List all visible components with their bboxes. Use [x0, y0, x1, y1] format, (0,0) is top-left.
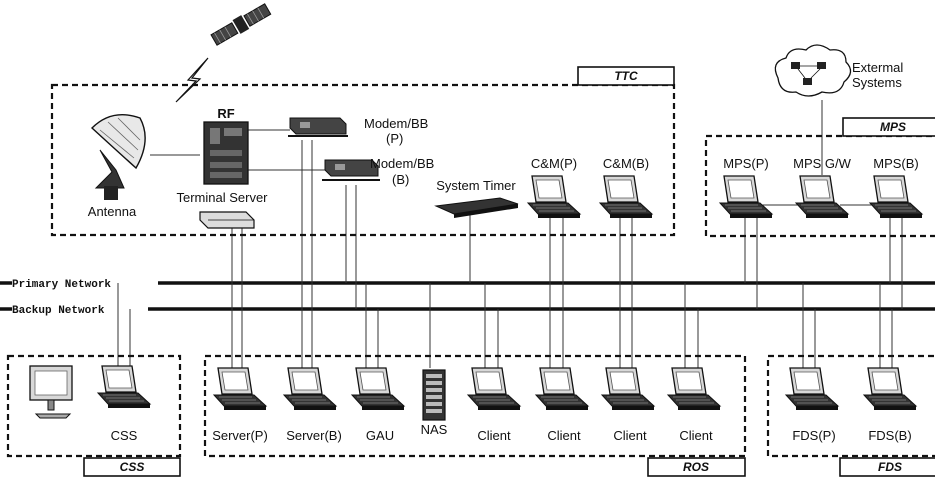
- modem-b-label-line2: (B): [392, 172, 409, 187]
- fds-b-label: FDS(B): [868, 428, 911, 443]
- cm-b-label: C&M(B): [603, 156, 649, 171]
- client-3-laptop-icon: [601, 367, 655, 411]
- cm-p-label: C&M(P): [531, 156, 577, 171]
- cm-p-laptop-icon: [527, 175, 581, 219]
- modem-b-label-line1: Modem/BB: [370, 156, 434, 171]
- client-1-label: Client: [477, 428, 511, 443]
- satellite-icon: [210, 3, 272, 46]
- fds-p-laptop-icon: [785, 367, 839, 411]
- modem-b-icon: [322, 159, 380, 181]
- css-group: CSS: [6, 354, 182, 477]
- gau-laptop-icon: [351, 367, 405, 411]
- terminal-server-icon: [199, 211, 255, 229]
- ttc-tag-label: TTC: [614, 69, 638, 83]
- rf-label: RF: [217, 106, 234, 121]
- fds-boundary: [766, 354, 935, 458]
- css-boundary: [6, 354, 182, 458]
- nas-label: NAS: [421, 422, 448, 437]
- mps-tag-label: MPS: [880, 120, 906, 134]
- ttc-boundary: [50, 83, 676, 237]
- mps-tag: [842, 117, 935, 137]
- antenna-label: Antenna: [88, 204, 137, 219]
- css-tag: [83, 457, 181, 477]
- connection-wires: [117, 100, 903, 368]
- primary-network-label: Primary Network: [12, 279, 111, 291]
- system-timer-icon: [434, 197, 519, 218]
- antenna-icon: [90, 114, 146, 200]
- server-b-laptop-icon: [283, 367, 337, 411]
- gau-label: GAU: [366, 428, 394, 443]
- modem-p-label-line2: (P): [386, 131, 403, 146]
- ros-group: ROS: [203, 354, 747, 477]
- system-timer-label: System Timer: [436, 178, 516, 193]
- css-tag-label: CSS: [120, 460, 145, 474]
- ttc-tag: [577, 66, 675, 86]
- mps-gw-laptop-icon: [795, 175, 849, 219]
- external-systems-label-line2: Systems: [852, 75, 902, 90]
- client-4-label: Client: [679, 428, 713, 443]
- mps-gw-label: MPS G/W: [793, 156, 852, 171]
- cm-b-laptop-icon: [599, 175, 653, 219]
- modem-p-label-line1: Modem/BB: [364, 116, 428, 131]
- lightning-icon: [175, 57, 209, 103]
- mps-p-laptop-icon: [719, 175, 773, 219]
- rf-rack-icon: [203, 121, 249, 185]
- external-systems-label-line1: Extermal: [852, 60, 903, 75]
- client-2-laptop-icon: [535, 367, 589, 411]
- nas-icon: [422, 369, 446, 421]
- fds-b-laptop-icon: [863, 367, 917, 411]
- mps-boundary: [704, 134, 935, 238]
- modem-p-icon: [288, 117, 348, 137]
- ros-tag-label: ROS: [683, 460, 709, 474]
- client-1-laptop-icon: [467, 367, 521, 411]
- terminal-server-label: Terminal Server: [176, 190, 268, 205]
- ros-boundary: [203, 354, 747, 458]
- mps-b-label: MPS(B): [873, 156, 919, 171]
- client-2-label: Client: [547, 428, 581, 443]
- backup-network: Backup Network: [0, 302, 935, 317]
- fds-tag: [839, 457, 935, 477]
- ttc-group: TTC: [50, 66, 676, 237]
- primary-network: Primary Network: [0, 276, 935, 291]
- client-4-laptop-icon: [667, 367, 721, 411]
- backup-network-label: Backup Network: [12, 305, 105, 317]
- ros-tag: [647, 457, 746, 477]
- client-3-label: Client: [613, 428, 647, 443]
- server-p-label: Server(P): [212, 428, 268, 443]
- css-node-label: CSS: [111, 428, 138, 443]
- mps-group: MPS: [704, 117, 935, 238]
- server-p-laptop-icon: [213, 367, 267, 411]
- css-laptop-icon: [97, 365, 151, 409]
- mps-p-label: MPS(P): [723, 156, 769, 171]
- fds-p-label: FDS(P): [792, 428, 835, 443]
- mps-b-laptop-icon: [869, 175, 923, 219]
- cloud-icon: [774, 44, 852, 97]
- fds-tag-label: FDS: [878, 460, 902, 474]
- desktop-monitor-icon: [29, 365, 73, 419]
- server-b-label: Server(B): [286, 428, 342, 443]
- fds-group: FDS: [766, 354, 935, 477]
